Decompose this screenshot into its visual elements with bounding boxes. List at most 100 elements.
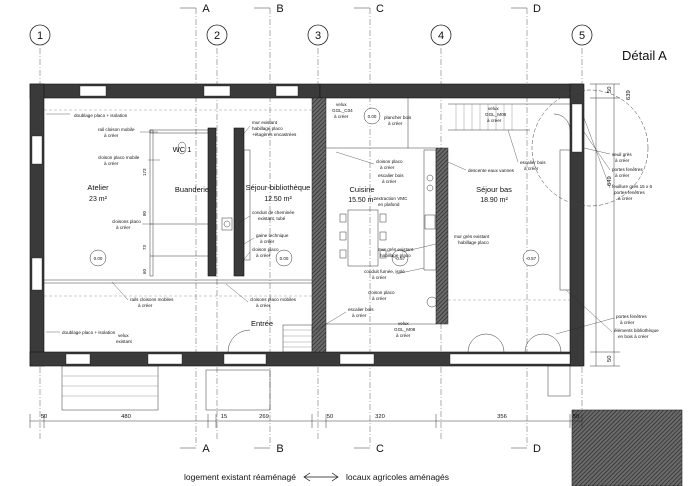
dim-right-2: 649: [607, 176, 613, 186]
dim-misc-2: 80: [142, 210, 147, 216]
annot-rail-cloison-1: rail cloison mobile: [98, 127, 135, 132]
annot-velux-top-2: GGL_C04: [332, 108, 353, 113]
annot-cloisons-placo-2: à créer: [116, 225, 131, 230]
section-label-a-top: A: [202, 3, 210, 15]
annot-feuillure-1: feuillure grès 15 x 6: [612, 184, 653, 189]
legend-arrow-right-icon: [331, 472, 339, 482]
section-marks-top: A B C D: [180, 3, 541, 15]
room-wc-name: WC 1: [173, 145, 192, 154]
grid-number-markers: 1 2 3 4 5: [29, 24, 593, 46]
annot-velux-b-2: GGL_M08: [394, 327, 416, 332]
annot-seuil-2: à créer: [615, 158, 630, 163]
hatched-block: [571, 409, 683, 486]
room-atelier-area: 23 m²: [89, 196, 108, 203]
annot-escalier-bois-2: à créer: [382, 179, 397, 184]
annot-mur-gres-2: habillage placo: [380, 253, 411, 258]
annot-conduit-fumee-2: à créer: [372, 275, 387, 280]
annot-mur-existant-1: mur existant: [252, 120, 278, 125]
annot-plancher-1: plancher bois: [384, 115, 412, 120]
annot-doublage-bot: doublage placo + isolation: [62, 330, 116, 335]
room-labels: Atelier 23 m² WC 1 Buanderie Séjour-bibl…: [87, 145, 512, 328]
grid-marker-1: 1: [29, 24, 51, 46]
dim-bottom-5: 50: [327, 414, 333, 420]
grid-label-1: 1: [37, 30, 43, 42]
section-label-d-top: D: [533, 3, 541, 15]
annot-escalier-bois-1: escalier bois: [378, 173, 404, 178]
annot-extraction: extraction VMC: [376, 196, 408, 201]
partitions: [44, 98, 571, 353]
annot-gaine-2: à créer: [260, 239, 275, 244]
exterior-steps: [61, 365, 571, 411]
detail-a: Détail A: [531, 48, 667, 207]
dim-bottom-8: 50: [573, 414, 579, 420]
annot-velux-b-1: velux: [398, 321, 409, 326]
annot-cloison-placo-mobile-1: cloison placo mobile: [98, 155, 140, 160]
dim-bottom-7: 356: [497, 414, 507, 420]
dim-bottom-2: 480: [121, 414, 131, 420]
detail-title: Détail A: [622, 48, 667, 63]
room-sejour-bas-area: 18.90 m²: [480, 197, 508, 204]
annot-escalier-r-1: escalier bois: [520, 160, 546, 165]
annot-escalier-bois-b2: à créer: [352, 313, 367, 318]
level-sejour-bib: 0.00: [280, 256, 289, 261]
section-label-b-bottom: B: [276, 443, 283, 455]
annot-velux-top2-1: velux: [488, 106, 499, 111]
annotations: doublage placo + isolation rail cloison …: [46, 102, 659, 344]
room-sejour-bib-area: 12.50 m²: [264, 196, 292, 203]
annot-portes-2: à créer: [615, 173, 630, 178]
room-atelier-name: Atelier: [87, 183, 109, 192]
dim-bottom-6: 320: [375, 414, 385, 420]
annot-velux-ex-1: velux: [118, 333, 129, 338]
annot-conduit-2: existant, tubé: [258, 216, 286, 221]
dimension-lines: 50 480 15 269 50 320 356 50 50 649 50 63…: [29, 83, 632, 428]
room-sejour-bas-name: Séjour bas: [476, 185, 512, 194]
annot-mur-gres-r1: mur grès existant: [454, 234, 490, 239]
level-cuisine: -0.57: [395, 256, 406, 261]
annot-cloison-placo-mobile-2: à créer: [104, 161, 119, 166]
annot-rails-1: rails cloisons mobiles: [130, 297, 174, 302]
grid-label-3: 3: [315, 30, 321, 42]
room-cuisine-area: 15.50 m²: [348, 197, 376, 204]
annot-mur-gres-r2: habillage placo: [458, 240, 489, 245]
grid-label-2: 2: [214, 30, 220, 42]
annot-rail-cloison-2: à créer: [104, 133, 119, 138]
annot-cloisons-mob-2: à créer: [256, 303, 271, 308]
section-label-b-top: B: [276, 3, 283, 15]
level-atelier: 0.00: [94, 256, 103, 261]
annot-velux-top-3: à créer: [334, 114, 349, 119]
annot-elements-2: en bois à créer: [618, 334, 649, 339]
annot-feuillure-2: portes fenêtres: [614, 190, 645, 195]
section-label-a-bottom: A: [202, 443, 210, 455]
dim-bottom-3: 15: [221, 414, 227, 420]
section-marks-bottom: A B C D: [180, 443, 541, 455]
annot-descente: descente eaux vannes: [468, 168, 515, 173]
annot-gaine-1: gaine technique: [256, 233, 289, 238]
grid-label-4: 4: [438, 30, 444, 42]
annot-feuillure-3: à créer: [618, 196, 633, 201]
annot-portes-b-1: portes fenêtres: [616, 314, 647, 319]
dim-right-3: 50: [607, 356, 613, 362]
dim-right-4: 639: [626, 90, 632, 100]
annot-velux-top2-2: GGL_M08: [485, 112, 507, 117]
annot-extraction-2: en plafond: [378, 202, 400, 207]
annot-conduit-1: conduit de cheminée: [252, 210, 295, 215]
annot-cloison-placo-2: à créer: [256, 253, 271, 258]
legend-left-text: logement existant réaménagé: [184, 472, 296, 482]
annot-mur-gres-1: mur grès existant: [378, 247, 414, 252]
dim-misc-3: 73: [142, 244, 147, 250]
annot-cloisons-mob-1: cloisons placo mobiles: [250, 297, 297, 302]
annot-cloison-placo-b1: cloison placo: [368, 290, 395, 295]
section-label-d-bottom: D: [533, 443, 541, 455]
annot-elements-1: éléments bibliothèque: [614, 328, 659, 333]
room-cuisine-name: Cuisine: [349, 185, 374, 194]
annot-mur-existant-2: habillage placo: [252, 126, 283, 131]
annot-plancher-2: à créer: [388, 121, 403, 126]
annot-velux-top2-3: à créer: [487, 118, 502, 123]
annot-doublage-top: doublage placo + isolation: [74, 113, 128, 118]
interior-walls: [149, 97, 449, 353]
section-label-c-top: C: [376, 3, 384, 15]
level-top-mid: 0.00: [368, 114, 377, 119]
dim-misc-4: 60: [142, 268, 147, 274]
annot-cloisons-placo-1: cloisons placo: [112, 219, 141, 224]
